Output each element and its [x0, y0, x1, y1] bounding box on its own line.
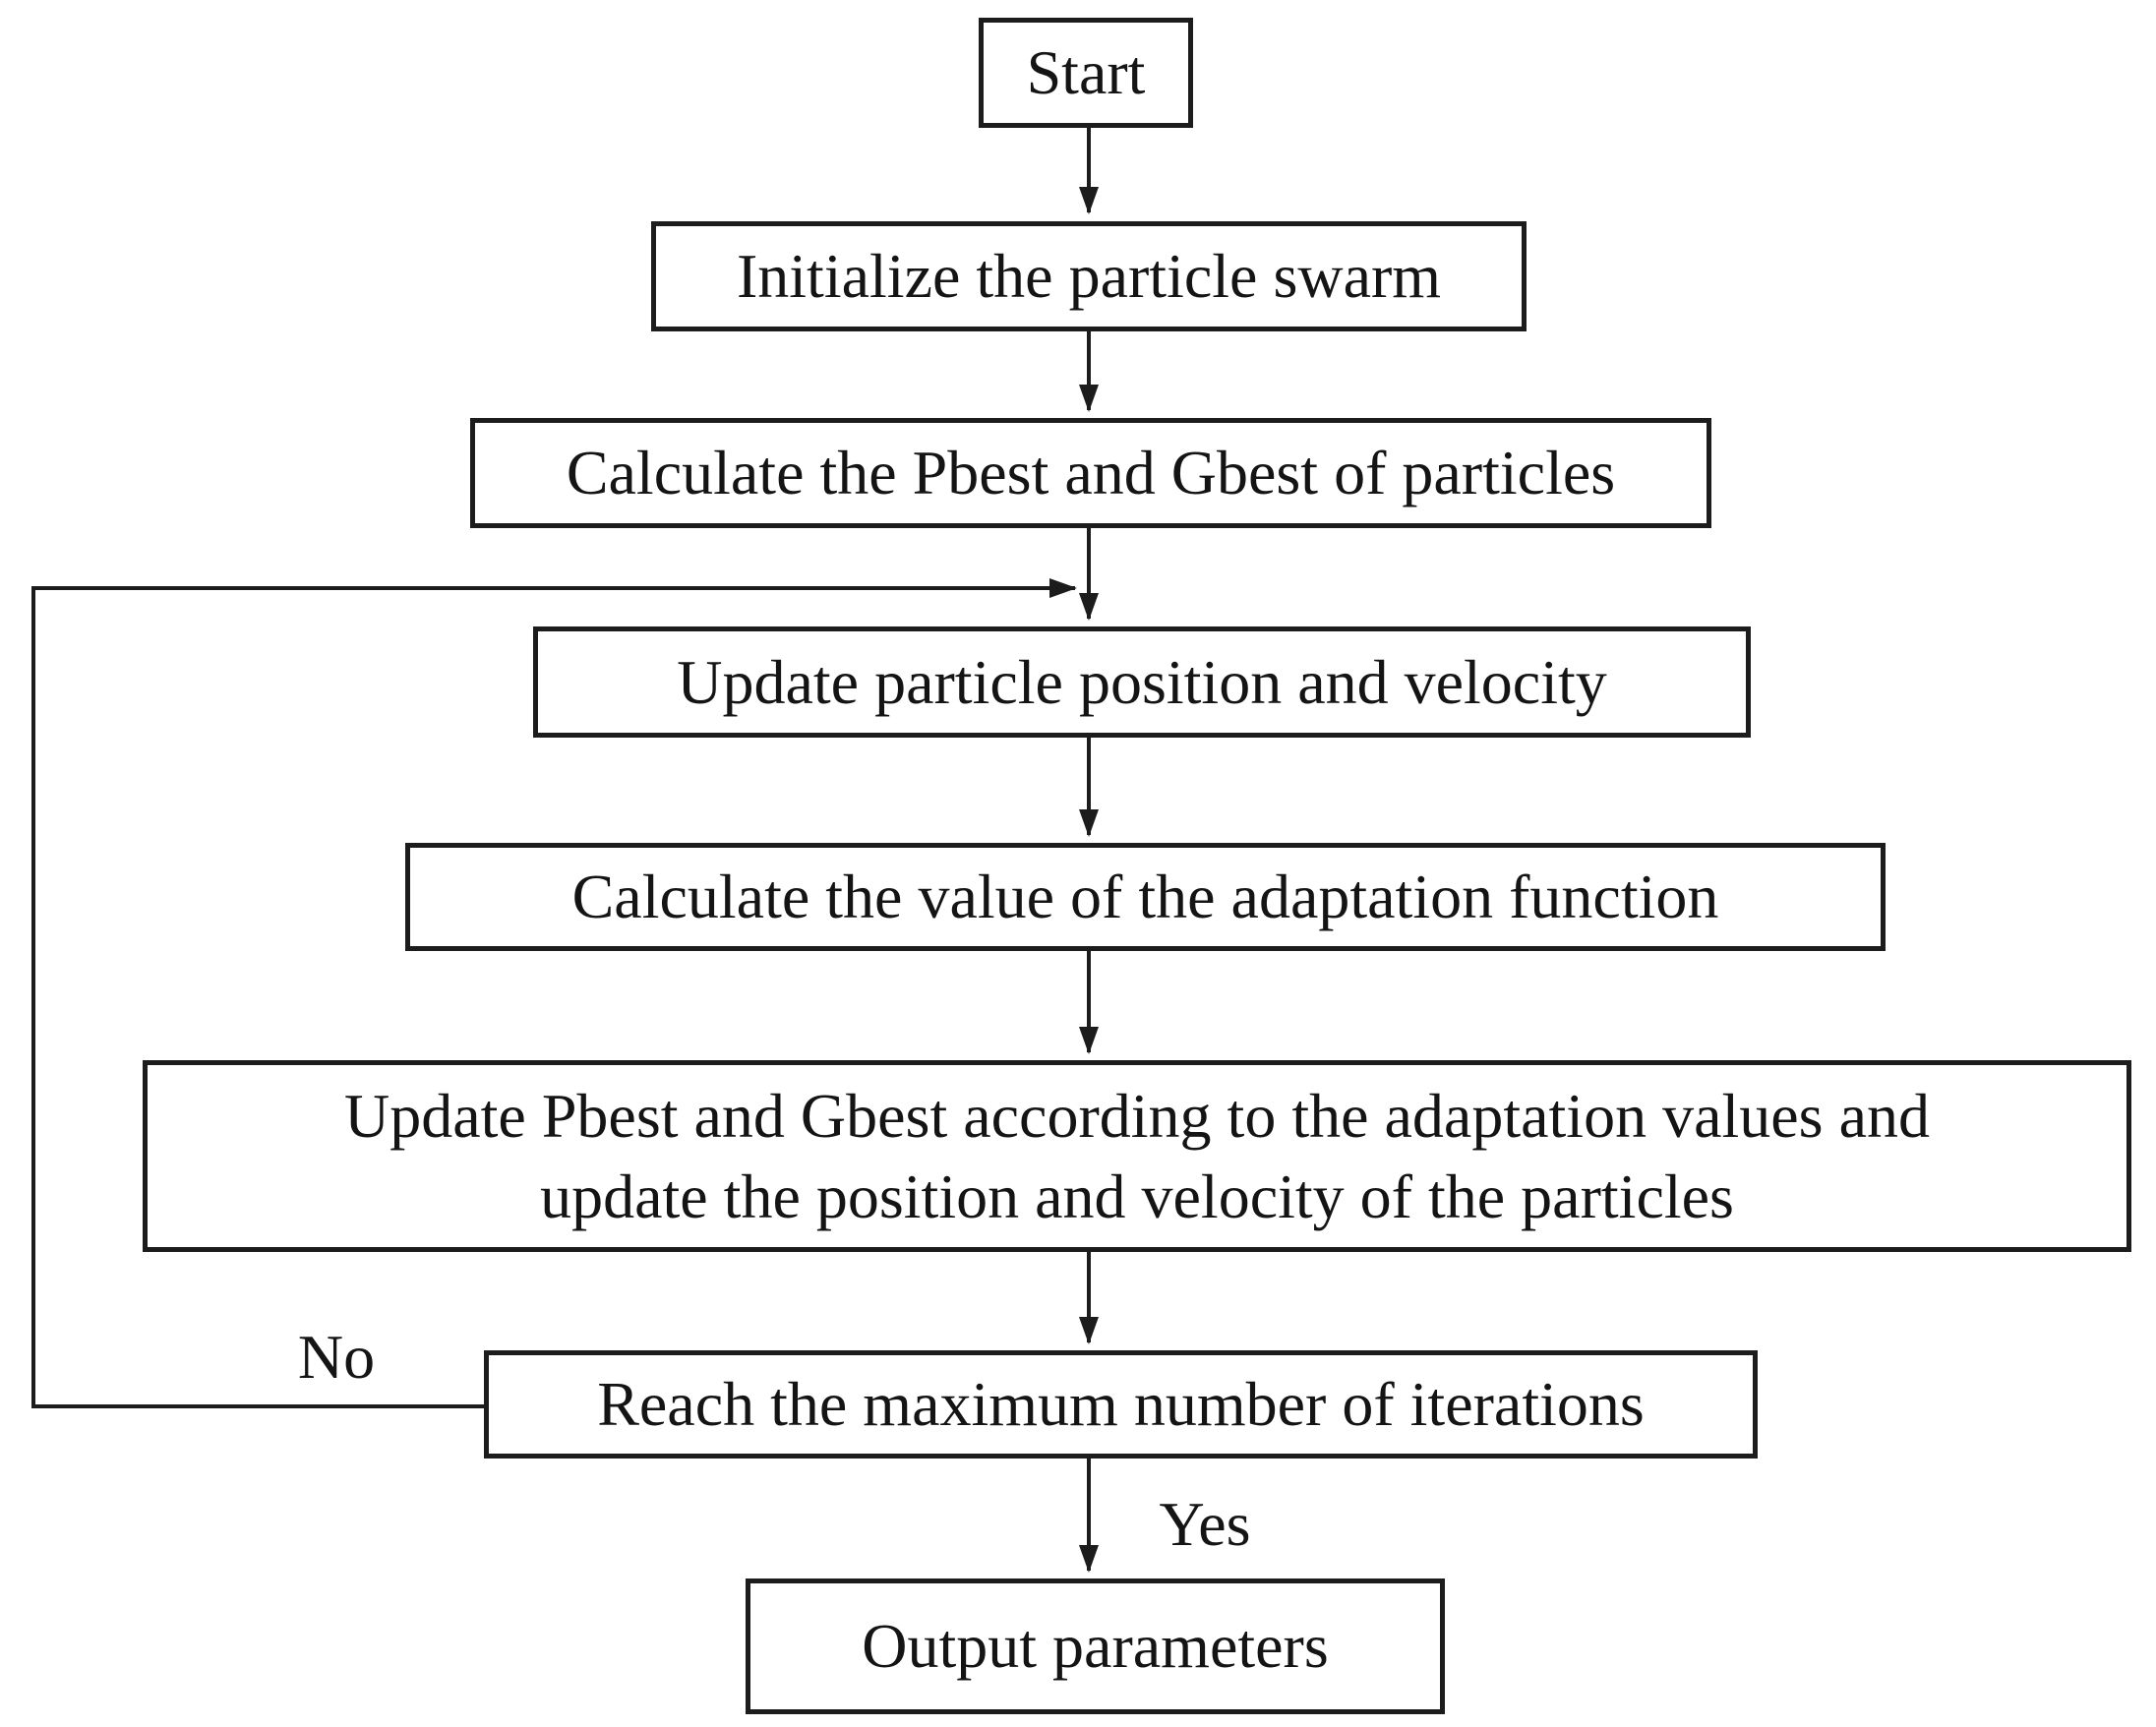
flow-node-output-parameters-label: Output parameters — [862, 1611, 1329, 1682]
flow-node-calculate-adaptation-value: Calculate the value of the adaptation fu… — [405, 843, 1886, 951]
flow-node-output-parameters: Output parameters — [746, 1578, 1445, 1714]
flow-node-reach-max-iterations-label: Reach the maximum number of iterations — [597, 1369, 1645, 1440]
no-feedback-loop-arrow — [31, 578, 1077, 1408]
flow-node-initialize-swarm: Initialize the particle swarm — [651, 221, 1527, 331]
flow-node-calculate-pbest-gbest-label: Calculate the Pbest and Gbest of particl… — [566, 438, 1616, 508]
flow-node-reach-max-iterations: Reach the maximum number of iterations — [484, 1350, 1758, 1459]
flow-node-calculate-pbest-gbest: Calculate the Pbest and Gbest of particl… — [470, 418, 1711, 528]
edge-label-yes: Yes — [1159, 1489, 1251, 1559]
flow-node-update-position-velocity: Update particle position and velocity — [533, 626, 1751, 738]
flow-node-initialize-swarm-label: Initialize the particle swarm — [736, 241, 1442, 312]
flow-node-calculate-adaptation-value-label: Calculate the value of the adaptation fu… — [571, 862, 1719, 932]
flow-node-start: Start — [979, 18, 1193, 128]
edge-label-no: No — [297, 1322, 376, 1392]
flow-node-start-label: Start — [1026, 37, 1146, 108]
flow-node-update-best-values-label-line1: Update Pbest and Gbest according to the … — [344, 1080, 1930, 1151]
flow-node-update-best-values-label-line2: update the position and velocity of the … — [540, 1161, 1734, 1231]
flow-node-update-position-velocity-label: Update particle position and velocity — [677, 646, 1607, 717]
flow-node-update-best-values: Update Pbest and Gbest according to the … — [143, 1060, 2131, 1252]
